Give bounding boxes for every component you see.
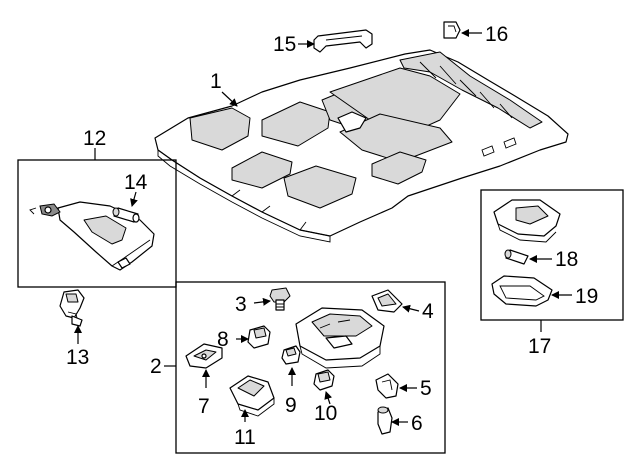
callout-15: 15	[273, 33, 296, 56]
callout-11: 11	[234, 426, 256, 449]
callout-6: 6	[411, 412, 423, 435]
dome-lamp-group-box	[480, 189, 624, 321]
lens-housing-part	[229, 375, 275, 417]
callout-1: 1	[210, 70, 222, 93]
callout-7: 7	[198, 395, 210, 418]
callout-19: 19	[575, 285, 598, 308]
dome-lens-part	[491, 275, 553, 307]
callout-3: 3	[235, 293, 247, 316]
callout-18: 18	[555, 248, 578, 271]
callout-8: 8	[217, 328, 229, 351]
callout-9: 9	[285, 394, 297, 417]
cover-part	[371, 289, 403, 313]
sensor-part	[313, 369, 335, 391]
leader-1	[221, 91, 238, 107]
clip-part	[443, 21, 461, 39]
callout-14: 14	[124, 171, 148, 194]
small-switch-part	[281, 345, 301, 365]
bulb-part	[377, 406, 393, 435]
callout-4: 4	[422, 300, 434, 323]
sun-visor-group-box	[17, 159, 177, 288]
vanity-lamp-bulb-part	[112, 207, 140, 223]
switch-part	[247, 325, 271, 349]
callout-2: 2	[150, 355, 162, 378]
dome-lamp-part	[493, 199, 561, 243]
grab-handle-part	[313, 29, 373, 53]
headliner-part	[154, 49, 569, 243]
console-group-box	[175, 281, 446, 454]
callout-13: 13	[66, 346, 89, 369]
dome-bulb-part	[504, 249, 529, 265]
screw-part	[269, 287, 291, 311]
overhead-console-part	[295, 307, 385, 369]
clip-bracket-part	[375, 373, 399, 399]
sun-visor-part	[29, 201, 155, 271]
leader-14	[130, 191, 138, 207]
callout-12: 12	[83, 127, 106, 150]
leader-4	[402, 304, 420, 313]
callout-17: 17	[528, 335, 551, 358]
callout-5: 5	[420, 377, 432, 400]
leader-3	[253, 297, 271, 306]
leader-10	[324, 391, 333, 405]
visor-holder-part	[59, 289, 85, 327]
callout-16: 16	[485, 23, 508, 46]
callout-10: 10	[314, 402, 337, 425]
bracket-part	[185, 343, 223, 369]
